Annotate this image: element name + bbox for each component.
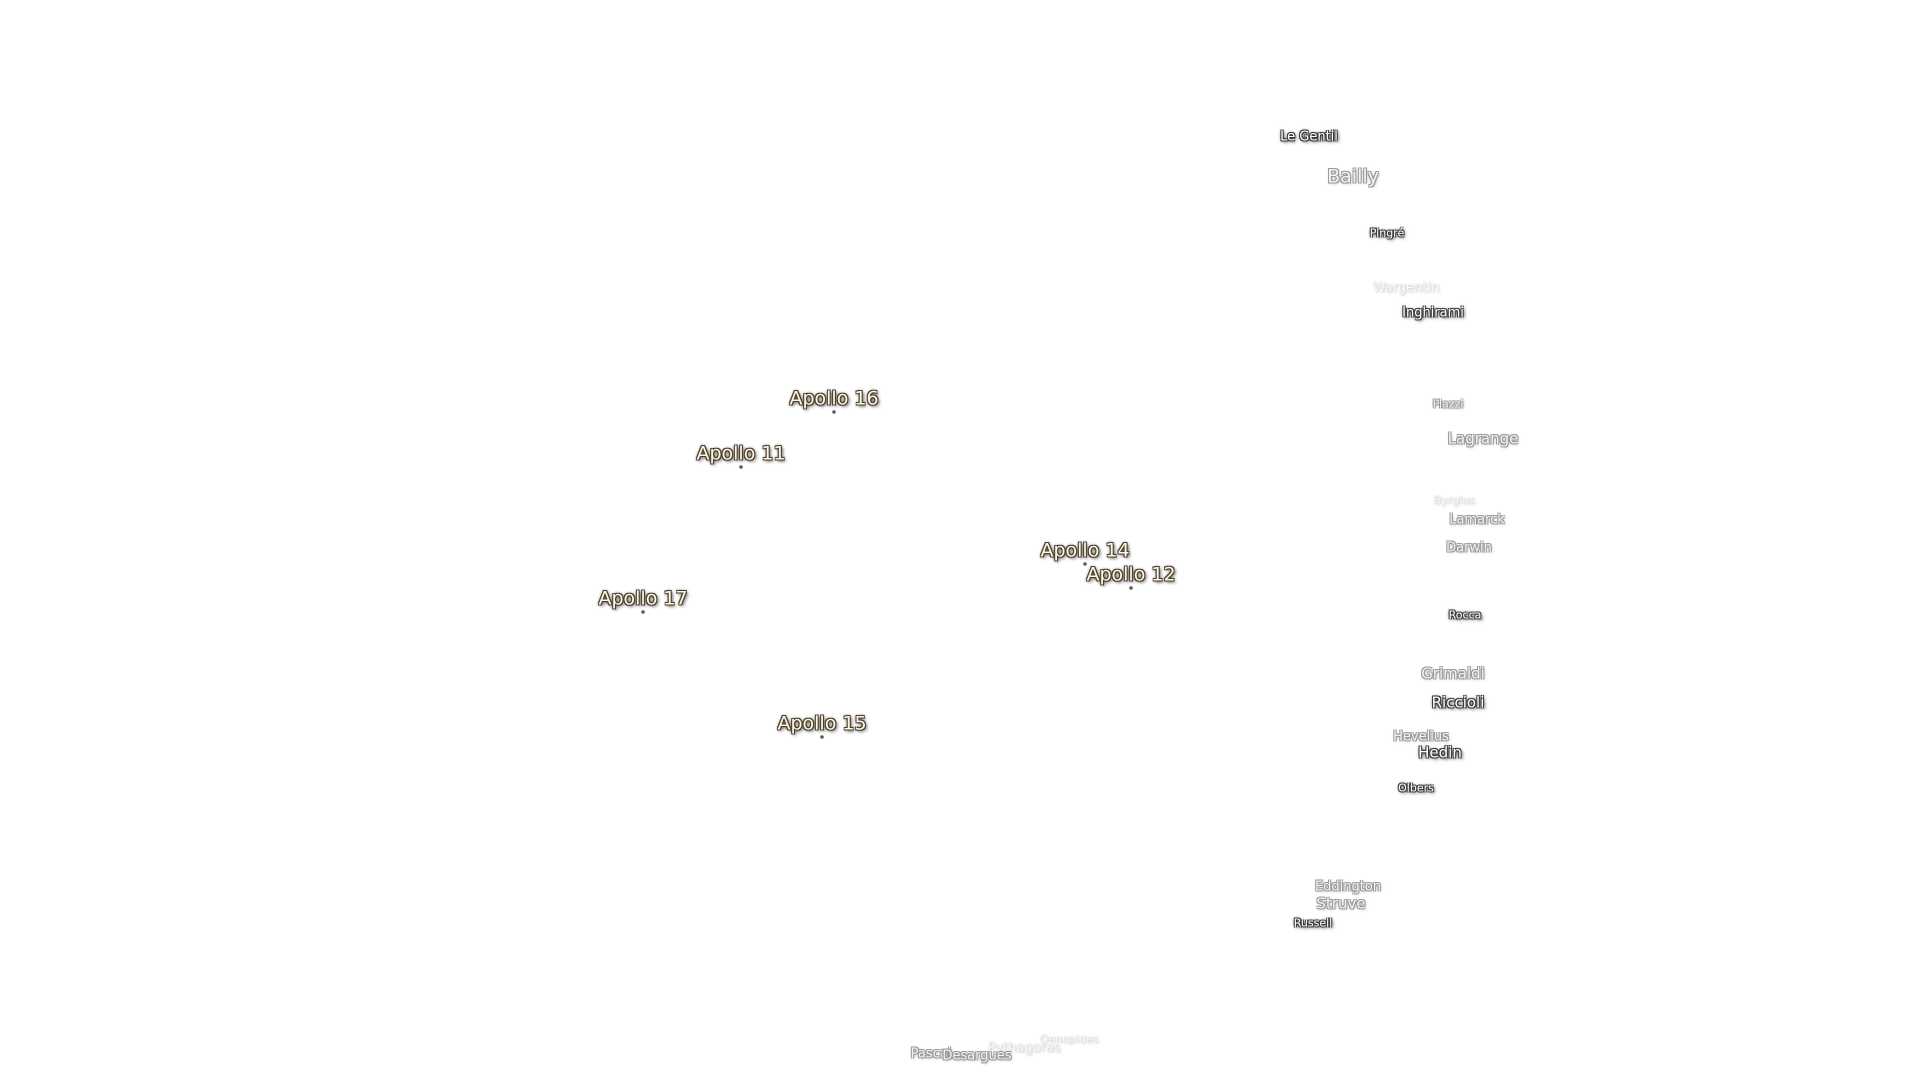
crater-label-pythagoras[interactable]: Pythagoras (987, 1040, 1061, 1056)
crater-label-le-gentil[interactable]: Le Gentil (1280, 129, 1338, 145)
apollo-11-label[interactable]: Apollo 11 (696, 442, 786, 465)
apollo-17-marker[interactable] (641, 610, 645, 614)
crater-label-grimaldi[interactable]: Grimaldi (1421, 664, 1485, 683)
crater-label-eddington[interactable]: Eddington (1314, 879, 1382, 895)
apollo-12-label[interactable]: Apollo 12 (1086, 563, 1176, 586)
crater-label-russell[interactable]: Russell (1293, 916, 1333, 930)
apollo-11-marker[interactable] (739, 465, 743, 469)
crater-label-struve[interactable]: Struve (1316, 894, 1366, 913)
crater-label-rocca[interactable]: Rocca (1448, 608, 1482, 622)
crater-label-hevelius[interactable]: Hevelius (1393, 729, 1449, 745)
crater-label-riccioli[interactable]: Riccioli (1431, 693, 1485, 712)
crater-label-hedin[interactable]: Hedin (1418, 743, 1462, 762)
crater-label-inghirami[interactable]: Inghirami (1402, 305, 1464, 321)
apollo-17-label[interactable]: Apollo 17 (598, 587, 688, 610)
crater-label-lamarck[interactable]: Lamarck (1449, 512, 1505, 528)
crater-label-byrgius[interactable]: Byrgius (1433, 493, 1475, 507)
crater-label-olbers[interactable]: Olbers (1398, 781, 1434, 795)
crater-label-pascal[interactable]: Pascal (910, 1046, 952, 1062)
apollo-15-label[interactable]: Apollo 15 (777, 712, 867, 735)
crater-label-oenopides[interactable]: Oenopides (1039, 1032, 1099, 1046)
apollo-14-marker[interactable] (1083, 562, 1087, 566)
apollo-14-label[interactable]: Apollo 14 (1040, 539, 1130, 562)
crater-label-desargues[interactable]: Desargues (942, 1048, 1012, 1064)
crater-label-wargentin[interactable]: Wargentin (1372, 280, 1440, 296)
crater-label-darwin[interactable]: Darwin (1446, 540, 1492, 556)
apollo-16-label[interactable]: Apollo 16 (789, 387, 879, 410)
crater-label-piazzi[interactable]: Piazzi (1432, 397, 1464, 411)
apollo-16-marker[interactable] (832, 410, 836, 414)
crater-label-lagrange[interactable]: Lagrange (1447, 429, 1519, 448)
crater-label-pingre[interactable]: Pingré (1369, 226, 1405, 240)
apollo-15-marker[interactable] (820, 735, 824, 739)
crater-label-bailly[interactable]: Bailly (1327, 165, 1379, 188)
apollo-12-marker[interactable] (1129, 586, 1133, 590)
